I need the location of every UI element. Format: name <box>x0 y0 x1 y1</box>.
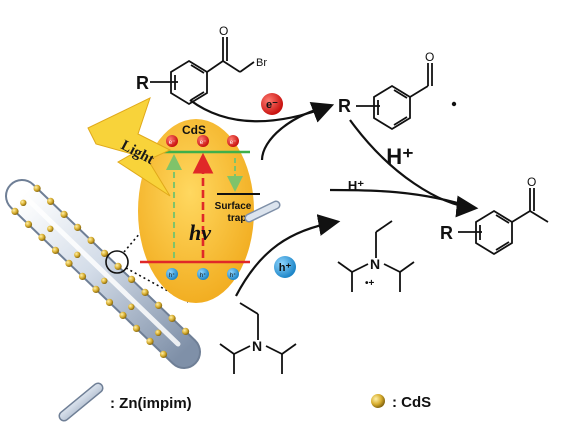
hole-badge: h⁺ <box>274 256 296 278</box>
amine-n: N <box>252 338 262 354</box>
cds-particle <box>24 220 33 228</box>
cds-particle <box>155 301 163 309</box>
cds-particle <box>47 225 54 232</box>
hole-3: h⁺ <box>227 268 239 280</box>
cds-particle <box>146 337 154 345</box>
cds-particle <box>155 329 162 336</box>
proton-large: H⁺ <box>386 144 414 169</box>
reactant-br: Br <box>256 57 267 69</box>
trap-to-radical-arrow <box>260 104 331 161</box>
proton-small: H⁺ <box>348 178 364 193</box>
reactant-o: O <box>219 24 228 38</box>
electron-1: e⁻ <box>166 135 178 147</box>
legend-rod-label: : Zn(impim) <box>110 395 192 412</box>
amine-proton-arrow <box>329 188 475 210</box>
light-lightning-bolt: Light <box>87 97 172 197</box>
cds-particle <box>105 298 114 306</box>
cds-particle <box>92 285 100 293</box>
electron-transfer-arrow <box>189 99 335 123</box>
reactant-molecule <box>150 37 255 106</box>
cds-particle <box>132 324 141 332</box>
amine-dipea <box>219 302 297 374</box>
hole-oxidation-arrow <box>235 214 341 297</box>
cds-particle <box>101 277 108 284</box>
product-o: O <box>527 175 536 189</box>
svg-text:h⁺: h⁺ <box>169 272 176 279</box>
cds-particle <box>74 223 82 231</box>
electron-3: e⁻ <box>227 135 239 147</box>
svg-text:e⁻: e⁻ <box>266 99 278 111</box>
svg-text:h⁺: h⁺ <box>200 272 207 279</box>
amine-radical-cation <box>337 220 415 292</box>
product-molecule <box>458 188 549 256</box>
svg-text:e⁻: e⁻ <box>169 140 176 146</box>
cds-title: CdS <box>182 123 206 137</box>
photon-label: hν <box>189 220 211 245</box>
cds-particle <box>78 272 87 280</box>
cds-particle <box>87 236 95 244</box>
amine-cation-charge: •+ <box>365 278 375 289</box>
svg-text:e⁻: e⁻ <box>200 140 207 146</box>
hole-1: h⁺ <box>166 268 178 280</box>
electron-badge: e⁻ <box>261 93 283 115</box>
cds-particle <box>38 233 46 241</box>
cds-particle <box>182 327 190 335</box>
cds-particle <box>60 210 68 218</box>
cds-particle <box>20 199 27 206</box>
cds-particle <box>101 249 109 257</box>
cds-particle <box>51 246 60 254</box>
legend-rod-item: : Zn(impim) <box>58 382 192 422</box>
magnify-line-lower <box>125 267 189 303</box>
zn-impim-rod <box>5 179 201 369</box>
magnify-circle <box>105 250 129 274</box>
surface-trap-label-1: Surface <box>215 201 252 212</box>
radical-o: O <box>425 50 434 64</box>
svg-text:h⁺: h⁺ <box>279 262 292 274</box>
product-r: R <box>440 223 453 243</box>
surface-trap-label-2: trap <box>228 213 247 224</box>
radical-r: R <box>338 96 351 116</box>
svg-text:h⁺: h⁺ <box>230 272 237 279</box>
radical-molecule <box>356 63 433 131</box>
cds-particle <box>47 197 55 205</box>
legend-dot-label: : CdS <box>392 394 431 411</box>
amine-cation-n: N <box>370 256 380 272</box>
cds-particle <box>114 262 122 270</box>
cds-particle <box>159 350 168 358</box>
cds-particle <box>65 259 73 267</box>
electron-2: e⁻ <box>197 135 209 147</box>
cds-particle <box>168 314 176 322</box>
reactant-r: R <box>136 73 149 93</box>
cds-particle <box>128 275 136 283</box>
svg-text:e⁻: e⁻ <box>230 140 237 146</box>
cds-particle <box>119 311 127 319</box>
cds-particles-on-rod <box>11 184 190 358</box>
cds-particle <box>128 303 135 310</box>
hole-2: h⁺ <box>197 268 209 280</box>
cds-particle <box>141 288 149 296</box>
legend-dot-item: : CdS <box>371 394 431 411</box>
cds-particle <box>11 207 19 215</box>
radical-dot <box>451 101 457 107</box>
cds-particle <box>74 251 81 258</box>
radical-to-product-arrow <box>349 119 479 218</box>
cds-particle <box>33 184 41 192</box>
